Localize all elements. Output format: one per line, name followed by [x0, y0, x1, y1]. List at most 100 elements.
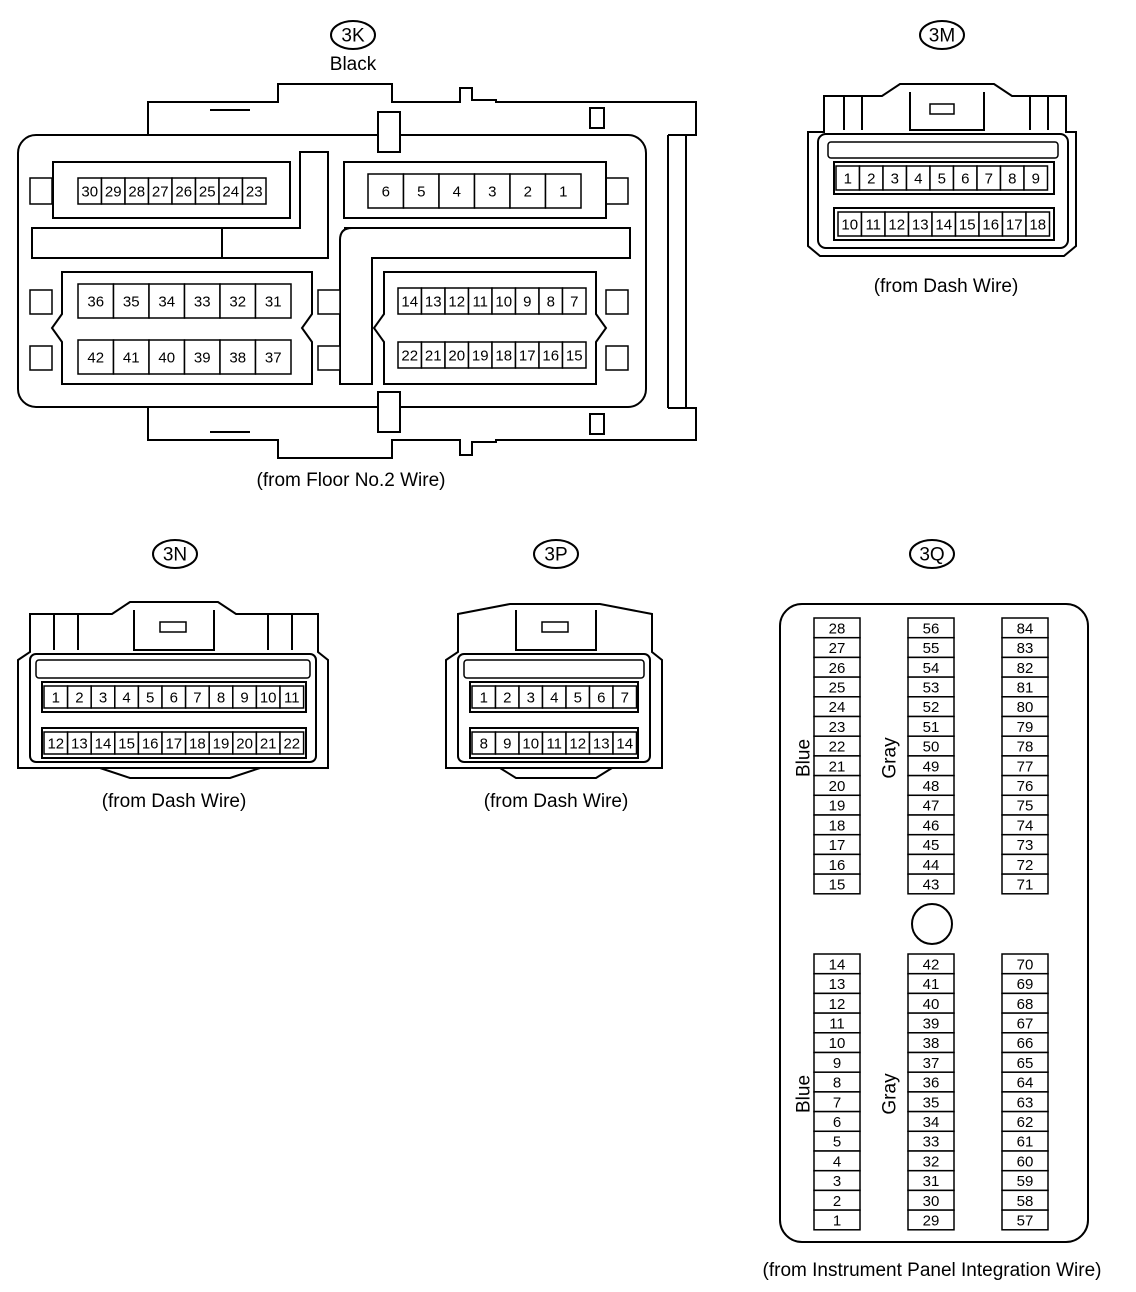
pin-number: 15: [118, 736, 135, 753]
pin-number: 3: [891, 171, 899, 188]
pin-cell: [219, 283, 257, 319]
pin-number: 6: [382, 184, 390, 201]
pin-number: 39: [194, 350, 211, 367]
pin-cell: [148, 339, 186, 375]
pin-number: 23: [246, 184, 263, 201]
pin-number: 48: [923, 778, 940, 795]
pin-number: 7: [833, 1094, 841, 1111]
pin-cell: [907, 873, 955, 895]
pin-number: 3: [488, 184, 496, 201]
pin-number: 8: [217, 690, 225, 707]
pin-number: 40: [923, 996, 940, 1013]
pin-number: 2: [524, 184, 532, 201]
pin-number: 32: [229, 294, 246, 311]
pin-number: 76: [1017, 778, 1034, 795]
pin-number: 57: [1017, 1212, 1034, 1229]
pin-cell: [561, 341, 587, 369]
pin-number: 15: [829, 876, 846, 893]
pin-number: 20: [829, 778, 846, 795]
pin-number: 11: [472, 294, 488, 311]
pin-number: 70: [1017, 956, 1034, 973]
pin-number: 25: [199, 184, 216, 201]
pin-number: 52: [923, 699, 940, 716]
pin-number: 5: [574, 690, 582, 707]
pin-number: 17: [519, 348, 536, 365]
pin-number: 7: [985, 171, 993, 188]
pin-cell: [1023, 165, 1049, 191]
pin-number: 2: [75, 690, 83, 707]
pin-cell: [813, 873, 861, 895]
pin-number: 35: [123, 294, 140, 311]
pin-cell: [1001, 1209, 1049, 1231]
pin-cell: [544, 173, 582, 209]
pin-number: 15: [566, 348, 583, 365]
pin-cell: [219, 339, 257, 375]
pin-number: 28: [128, 184, 145, 201]
pin-number: 15: [959, 217, 976, 234]
pin-number: 26: [175, 184, 192, 201]
pin-number: 7: [621, 690, 629, 707]
pin-number: 17: [829, 837, 846, 854]
pin-number: 16: [142, 736, 159, 753]
pin-number: 58: [1017, 1193, 1034, 1210]
pin-number: 21: [425, 348, 442, 365]
pin-number: 35: [923, 1094, 940, 1111]
pin-cell: [907, 1209, 955, 1231]
pin-number: 24: [829, 699, 846, 716]
connector-3p-source: (from Dash Wire): [484, 791, 629, 812]
pin-number: 28: [829, 620, 846, 637]
pin-number: 19: [213, 736, 230, 753]
pin-number: 7: [570, 294, 578, 311]
pin-number: 8: [833, 1075, 841, 1092]
connector-3m-source: (from Dash Wire): [874, 276, 1019, 297]
pin-number: 43: [923, 876, 940, 893]
pin-cell: [1025, 211, 1051, 237]
pin-number: 4: [833, 1153, 841, 1170]
pin-number: 40: [158, 350, 175, 367]
pin-number: 23: [829, 719, 846, 736]
pin-number: 60: [1017, 1153, 1034, 1170]
pin-cell: [148, 283, 186, 319]
pin-cell: [279, 685, 305, 709]
pin-number: 72: [1017, 857, 1034, 874]
pin-number: 38: [923, 1035, 940, 1052]
pin-number: 9: [503, 736, 511, 753]
pin-number: 37: [923, 1055, 940, 1072]
pin-number: 30: [81, 184, 98, 201]
pin-number: 9: [523, 294, 531, 311]
pin-number: 34: [923, 1114, 940, 1131]
pin-number: 4: [453, 184, 461, 201]
pin-number: 82: [1017, 660, 1034, 677]
pin-number: 14: [829, 956, 846, 973]
pin-cell: [473, 173, 511, 209]
connector-3n-tag-oval: [152, 539, 198, 569]
pin-cell: [183, 283, 221, 319]
pin-number: 2: [833, 1193, 841, 1210]
pin-number: 66: [1017, 1035, 1034, 1052]
pin-number: 80: [1017, 699, 1034, 716]
pin-number: 17: [165, 736, 182, 753]
connector-3q-tag: 3Q: [919, 545, 944, 566]
connector-3k-source: (from Floor No.2 Wire): [257, 470, 446, 491]
pin-cell: [279, 731, 305, 755]
pin-number: 10: [829, 1035, 846, 1052]
pin-number: 39: [923, 1015, 940, 1032]
connector-3q-center-hole: [911, 903, 953, 945]
pin-number: 6: [961, 171, 969, 188]
pin-number: 21: [260, 736, 277, 753]
pin-cell: [77, 283, 115, 319]
pin-number: 42: [87, 350, 104, 367]
pin-number: 61: [1017, 1134, 1034, 1151]
pin-number: 14: [616, 736, 633, 753]
pin-number: 12: [829, 996, 846, 1013]
pin-number: 83: [1017, 640, 1034, 657]
pin-number: 1: [844, 171, 852, 188]
pin-number: 41: [923, 976, 940, 993]
pin-number: 6: [170, 690, 178, 707]
